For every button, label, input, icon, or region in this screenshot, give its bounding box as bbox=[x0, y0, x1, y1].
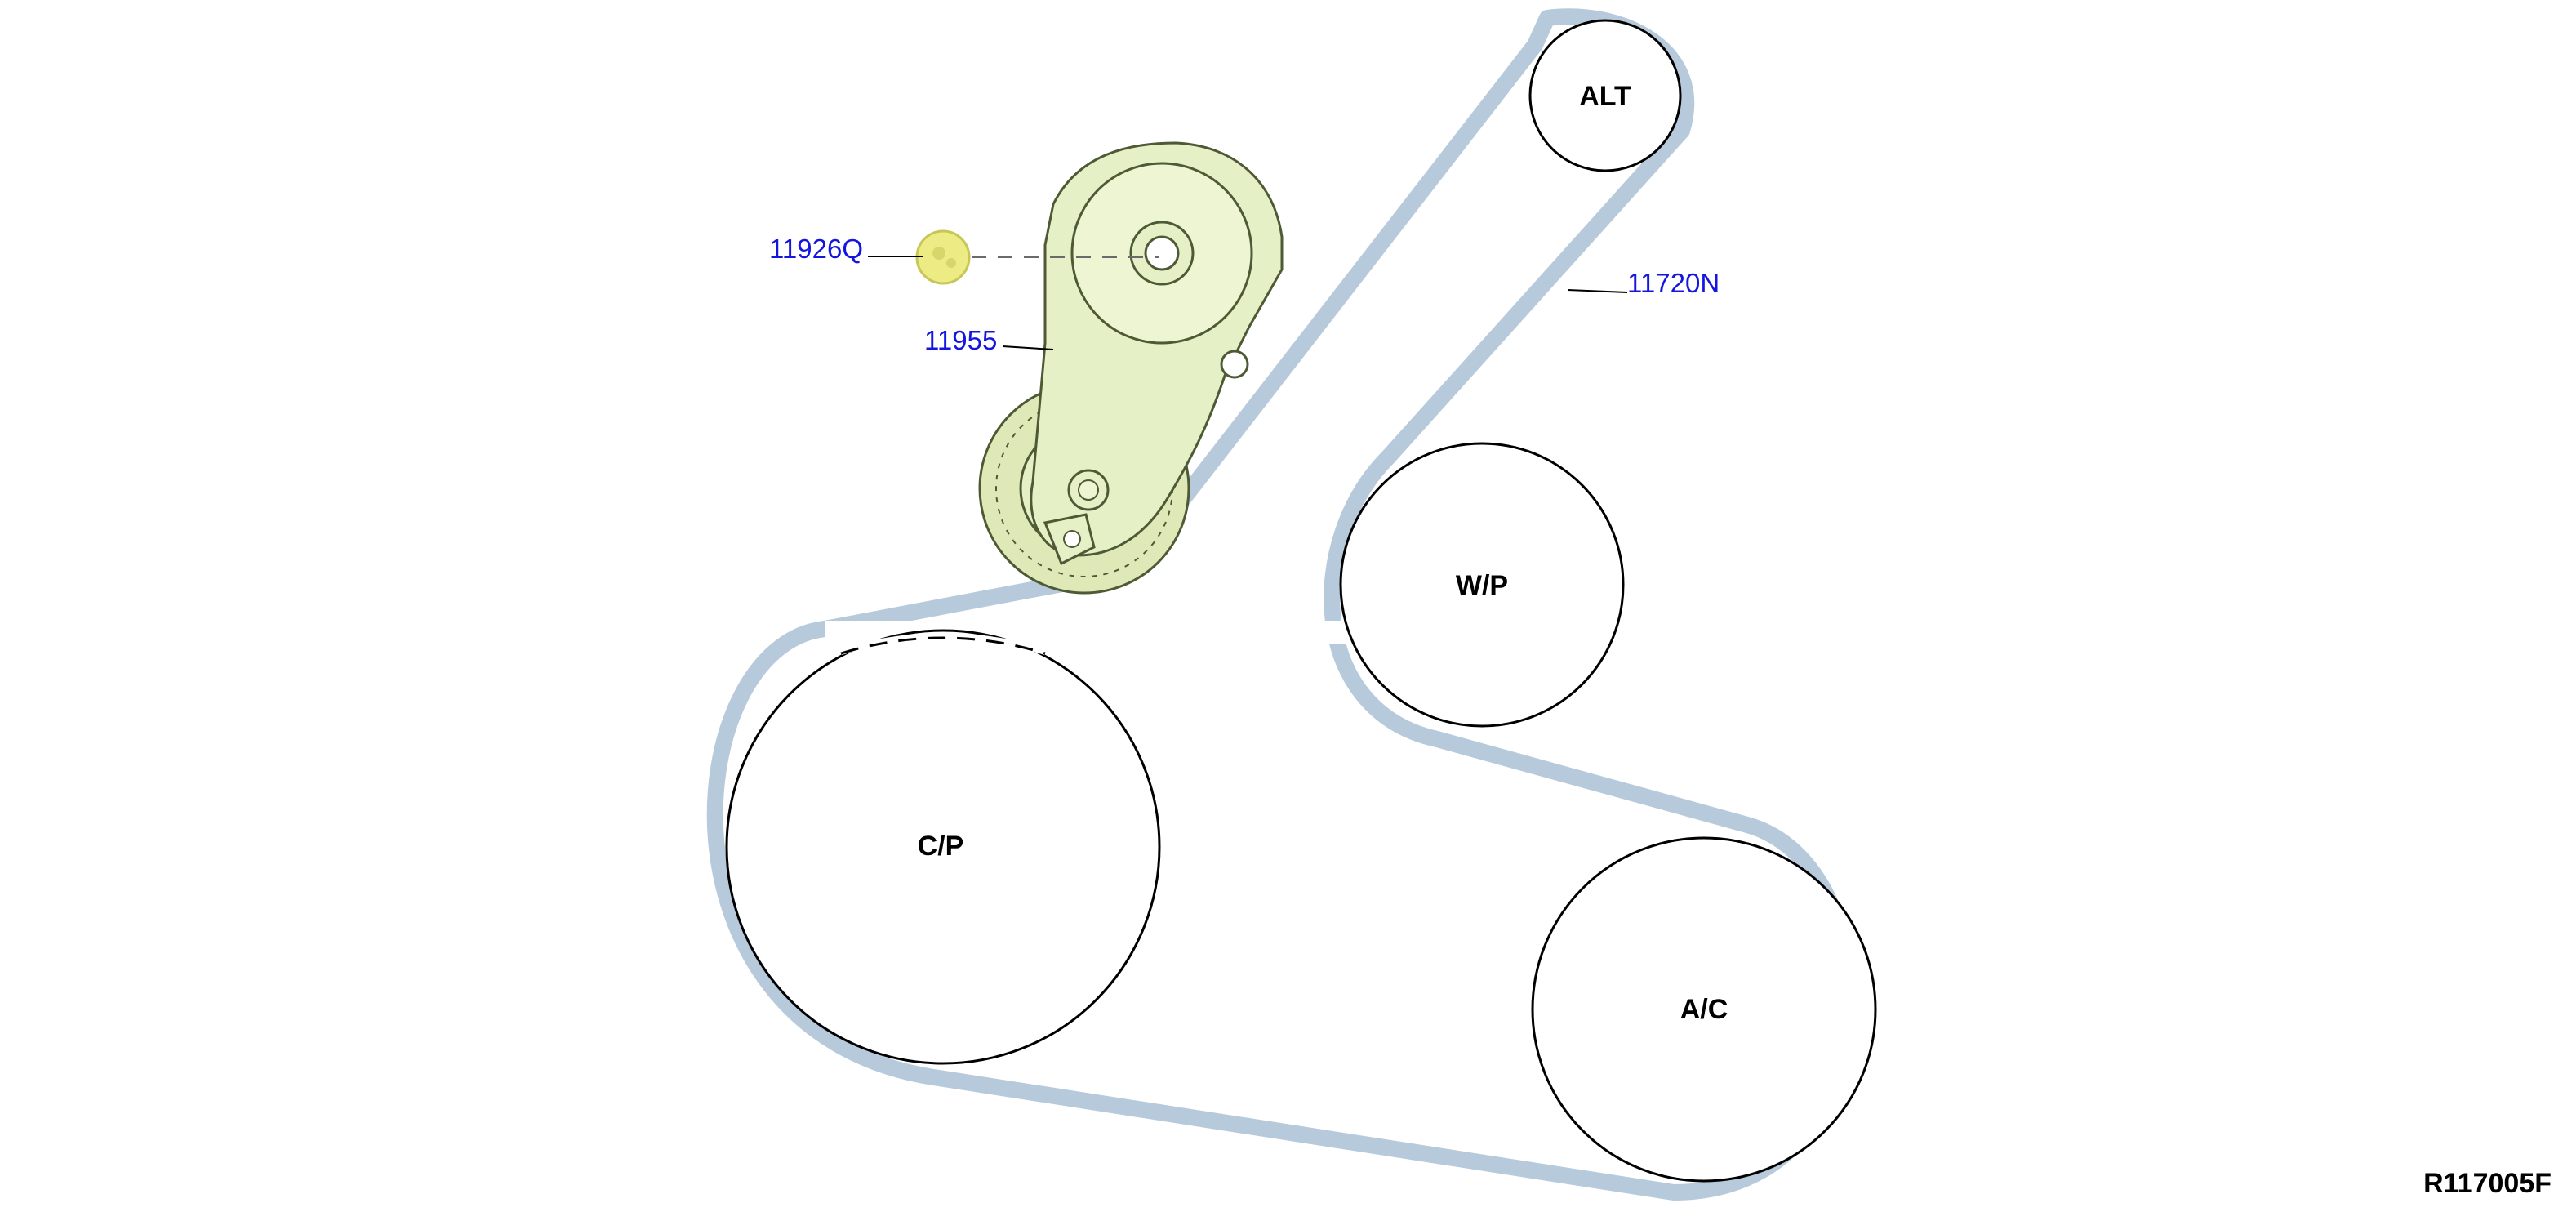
cp-label: C/P bbox=[918, 831, 964, 862]
alt-label: ALT bbox=[1579, 81, 1631, 112]
wp-label: W/P bbox=[1456, 570, 1508, 601]
ac-label: A/C bbox=[1680, 994, 1728, 1025]
ac-compressor-pulley: A/C bbox=[1531, 836, 1877, 1183]
crankshaft-hidden-arc bbox=[839, 633, 1047, 655]
bolt-callout: 11926Q bbox=[769, 234, 863, 264]
crankshaft-dashed-arc bbox=[840, 636, 1046, 655]
alternator-pulley: ALT bbox=[1528, 19, 1682, 172]
belt-leader-line bbox=[1567, 289, 1628, 293]
tensioner-callout: 11955 bbox=[924, 325, 997, 355]
tensioner-leader-line bbox=[1002, 345, 1054, 350]
tensioner-bolt bbox=[915, 229, 971, 285]
crankshaft-pulley: C/P bbox=[725, 629, 1161, 1065]
tensioner-assembly bbox=[978, 141, 1284, 595]
figure-id: R117005F bbox=[2423, 1168, 2552, 1199]
belt-callout: 11720N bbox=[1627, 268, 1720, 298]
water-pump-pulley: W/P bbox=[1339, 442, 1625, 728]
